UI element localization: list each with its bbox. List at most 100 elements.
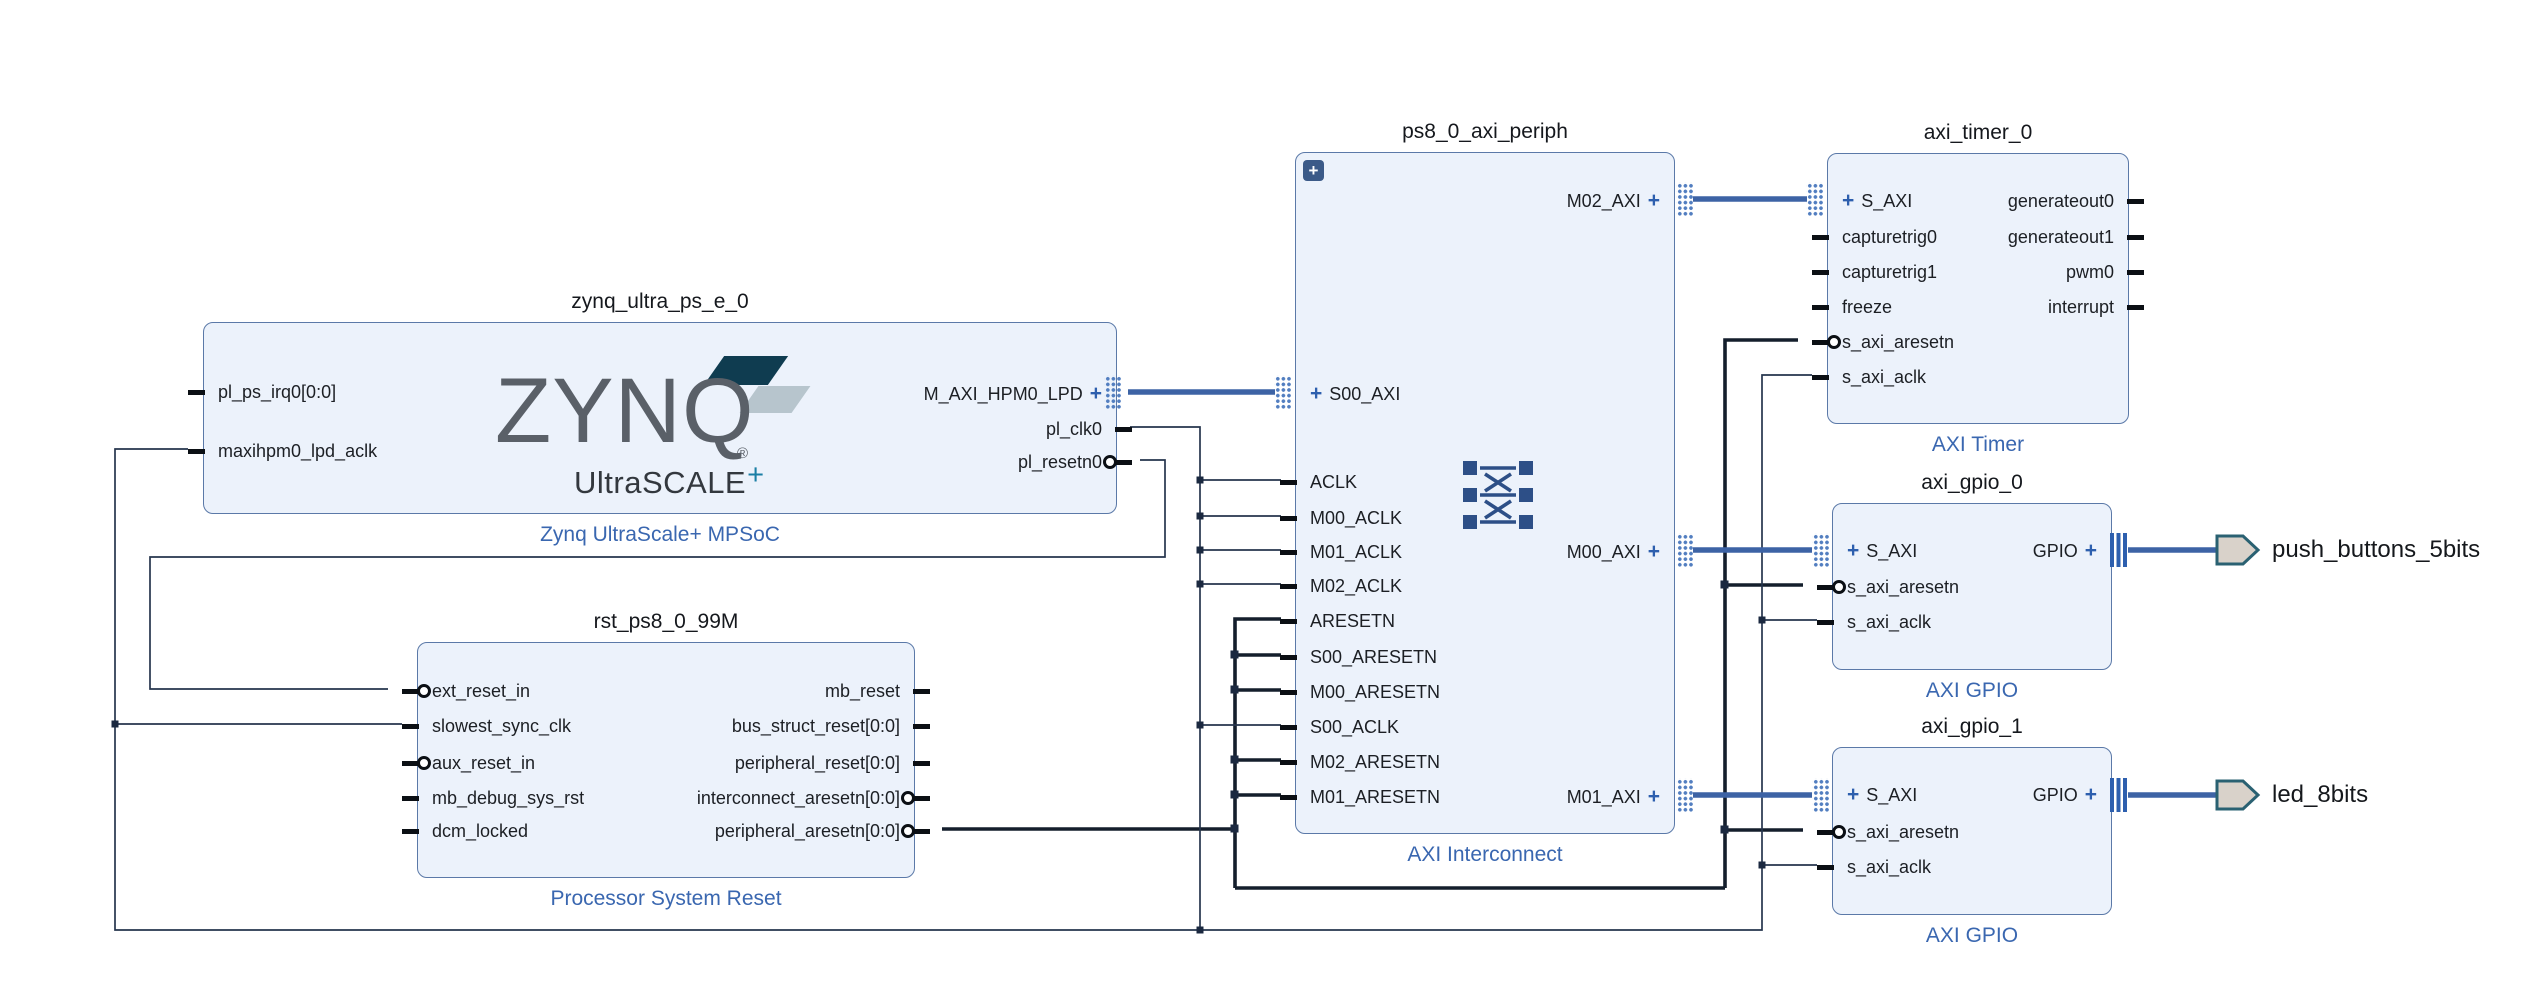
pin-label: M01_ACLK [1310,542,1403,562]
pin-timer-generateout1[interactable]: generateout1 [2008,226,2145,248]
pin-ic-m02-aresetn[interactable]: M02_ARESETN [1279,751,1441,773]
pin-rst-interconnect-aresetn[interactable]: interconnect_aresetn[0:0] [697,787,931,809]
pin-label: dcm_locked [432,821,529,841]
pin-ic-m00-aclk[interactable]: M00_ACLK [1279,507,1402,529]
pin-timer-s-axi[interactable]: +S_AXI [1842,190,1912,212]
block-axi-timer-0[interactable]: axi_timer_0 AXI Timer +S_AXI capturetrig… [1811,121,2145,456]
pin-ic-m01-aclk[interactable]: M01_ACLK [1279,541,1403,563]
pin-rst-peripheral-aresetn[interactable]: peripheral_aresetn[0:0] [715,820,931,842]
pin-rst-peripheral-reset[interactable]: peripheral_reset[0:0] [735,752,931,774]
pin-label: interrupt [2047,297,2114,317]
pin-ic-m00-aresetn[interactable]: M00_ARESETN [1279,681,1440,703]
pin-zynq-m-axi-hpm0-lpd[interactable]: M_AXI_HPM0_LPD+ [924,383,1102,405]
block-type-label: AXI Interconnect [1407,843,1563,866]
pin-label: bus_struct_reset[0:0] [731,716,900,736]
plus-icon: + [1847,539,1860,562]
external-port-label-push-buttons[interactable]: push_buttons_5bits [2272,536,2481,563]
pin-timer-s-axi-aresetn[interactable]: s_axi_aresetn [1811,331,1955,353]
logo-family-text: UltraSCALE+ [574,459,765,501]
bus-interface-icon [1274,375,1291,409]
pin-rst-mb-debug-sys-rst[interactable]: mb_debug_sys_rst [401,787,585,809]
pin-ic-m01-axi[interactable]: M01_AXI+ [1567,786,1660,808]
pin-label: S00_ARESETN [1310,647,1438,667]
pin-timer-generateout0[interactable]: generateout0 [2008,190,2145,212]
pin-label: mb_debug_sys_rst [432,788,585,808]
pin-ic-m02-axi[interactable]: M02_AXI+ [1567,190,1660,212]
pin-ic-s00-axi[interactable]: +S00_AXI [1310,383,1400,405]
pin-ic-aresetn[interactable]: ARESETN [1279,610,1395,632]
zynq-ultrascale-logo: ZYNQ ® UltraSCALE+ [481,353,841,503]
pin-rst-slowest-sync-clk[interactable]: slowest_sync_clk [401,715,571,737]
pin-gpio1-s-axi-aclk[interactable]: s_axi_aclk [1816,856,1932,878]
pin-ic-m02-aclk[interactable]: M02_ACLK [1279,575,1402,597]
block-axi-gpio-0[interactable]: axi_gpio_0 AXI GPIO +S_AXI s_axi_aresetn… [1816,471,2112,702]
pin-timer-freeze[interactable]: freeze [1811,296,1892,318]
external-port-arrow-push-buttons[interactable] [2215,534,2261,566]
pin-ic-s00-aresetn[interactable]: S00_ARESETN [1279,646,1438,668]
pin-ic-s00-aclk[interactable]: S00_ACLK [1279,716,1399,738]
block-axi-gpio-1[interactable]: axi_gpio_1 AXI GPIO +S_AXI s_axi_aresetn… [1816,715,2112,947]
pin-zynq-maxihpm0-lpd-aclk[interactable]: maxihpm0_lpd_aclk [187,440,377,462]
block-type-label: Zynq UltraScale+ MPSoC [540,523,780,546]
expand-block-button[interactable]: + [1303,160,1324,181]
pin-label: s_axi_aresetn [1847,822,1960,842]
pin-timer-capturetrig0[interactable]: capturetrig0 [1811,226,1938,248]
pin-ic-m01-aresetn[interactable]: M01_ARESETN [1279,786,1441,808]
logo-plus-glyph: + [747,459,765,491]
pin-zynq-pl-ps-irq0[interactable]: pl_ps_irq0[0:0] [187,381,337,403]
plus-icon: + [2084,539,2097,562]
pin-rst-bus-struct-reset[interactable]: bus_struct_reset[0:0] [731,715,931,737]
pin-label: aux_reset_in [432,753,536,773]
external-port-label-led[interactable]: led_8bits [2272,781,2369,808]
axi-crossbar-icon [1463,461,1533,529]
block-instance-name: zynq_ultra_ps_e_0 [571,290,749,313]
pin-ic-aclk[interactable]: ACLK [1279,471,1357,493]
pin-zynq-pl-resetn0[interactable]: pl_resetn0 [1018,451,1133,473]
block-ps8-0-axi-periph[interactable]: ps8_0_axi_periph AXI Interconnect + +S00… [1279,120,1675,866]
pin-timer-s-axi-aclk[interactable]: s_axi_aclk [1811,366,1926,388]
pin-timer-pwm0[interactable]: pwm0 [2066,261,2145,283]
pin-ic-m00-axi[interactable]: M00_AXI+ [1567,541,1660,563]
pin-gpio0-gpio[interactable]: GPIO + [2033,540,2097,562]
pin-gpio0-s-axi-aresetn[interactable]: s_axi_aresetn [1816,576,1959,598]
pin-timer-capturetrig1[interactable]: capturetrig1 [1811,261,1937,283]
block-instance-name: axi_gpio_1 [1921,715,2023,738]
pin-rst-dcm-locked[interactable]: dcm_locked [401,820,529,842]
pin-timer-interrupt[interactable]: interrupt [2047,296,2145,318]
pin-zynq-pl-clk0[interactable]: pl_clk0 [1046,418,1133,440]
block-zynq-ultra-ps-e-0[interactable]: zynq_ultra_ps_e_0 Zynq UltraScale+ MPSoC… [187,290,1133,546]
pin-gpio1-s-axi-aresetn[interactable]: s_axi_aresetn [1816,821,1960,843]
pin-gpio0-s-axi-aclk[interactable]: s_axi_aclk [1816,611,1931,633]
pin-label: pl_ps_irq0[0:0] [218,382,337,402]
pin-rst-aux-reset-in[interactable]: aux_reset_in [401,752,536,774]
pin-label: M02_ARESETN [1310,752,1441,772]
pin-label: S_AXI [1866,541,1918,561]
block-instance-name: axi_timer_0 [1923,121,2033,144]
plus-icon: + [1647,785,1660,808]
wire-aresetn-right-trunk[interactable] [1723,338,1798,888]
block-type-label: AXI GPIO [1925,924,2019,947]
pin-label: s_axi_aclk [1847,857,1932,877]
pin-label: capturetrig0 [1842,227,1938,247]
plus-icon: + [1089,382,1102,405]
pin-label: GPIO [2032,541,2078,561]
bus-interface-icon [1676,533,1693,567]
pin-gpio0-s-axi[interactable]: + S_AXI [1847,540,1917,562]
pin-rst-mb-reset[interactable]: mb_reset [825,680,931,702]
pin-label: s_axi_aresetn [1842,332,1955,352]
pin-label: S_AXI [1861,191,1913,211]
pin-rst-ext-reset-in[interactable]: ext_reset_in [401,680,530,702]
pin-gpio1-s-axi[interactable]: +S_AXI [1847,784,1917,806]
gpio-interface-bars-icon [2110,533,2127,567]
wire-pl-clk0[interactable] [1130,426,1201,930]
pin-label: M01_ARESETN [1310,787,1441,807]
external-port-arrow-led[interactable] [2215,779,2261,811]
wire-pl-resetn0[interactable] [149,459,1166,690]
bus-interface-icon [1812,778,1829,812]
block-rst-ps8-0-99m[interactable]: rst_ps8_0_99M Processor System Reset ext… [401,610,931,910]
wire-clock-main[interactable] [114,374,1812,931]
logo-registered-mark: ® [737,445,749,462]
pin-gpio1-gpio[interactable]: GPIO+ [2033,784,2097,806]
